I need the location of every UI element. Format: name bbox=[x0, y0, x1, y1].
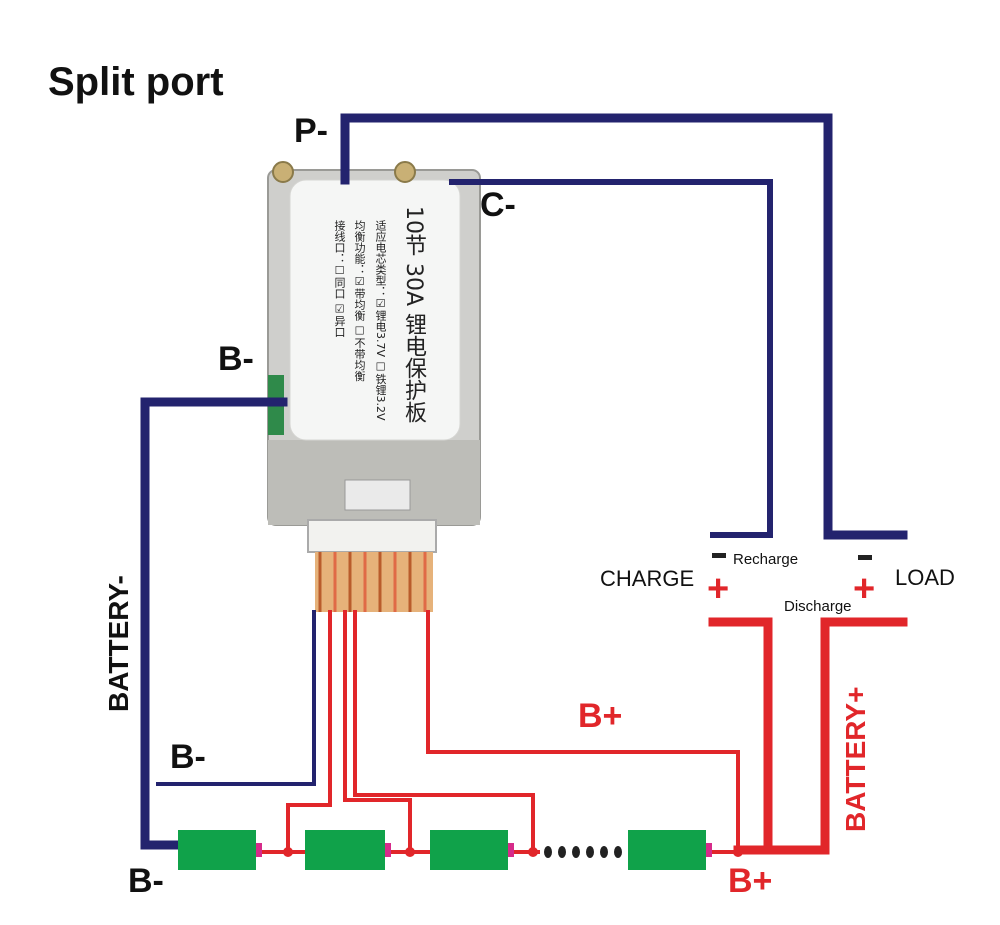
balance-connector bbox=[307, 519, 437, 612]
board-label-line3: 均衡功能：☑带均衡 ☐不带均衡 bbox=[353, 220, 366, 382]
board-label-line2: 适应电芯类型：☑锂电3.7V ☐铁锂3.2V bbox=[374, 220, 387, 421]
discharge-label: Discharge bbox=[784, 598, 852, 615]
b-minus-mid-label: B- bbox=[170, 738, 206, 776]
cell-1 bbox=[178, 830, 305, 870]
battery-cells bbox=[178, 830, 743, 870]
cell-2 bbox=[305, 830, 430, 870]
battery-minus-label: BATTERY- bbox=[103, 575, 134, 712]
charge-label: CHARGE bbox=[600, 566, 695, 591]
b-minus-top-label: B- bbox=[218, 340, 254, 378]
ellipsis-dots bbox=[544, 846, 622, 858]
battery-plus-label: BATTERY+ bbox=[840, 686, 871, 832]
diagram-title: Split port bbox=[48, 60, 224, 104]
junction-dots bbox=[283, 847, 743, 857]
p-minus-label: P- bbox=[294, 112, 328, 150]
charge-plus-sign: + bbox=[707, 568, 730, 610]
terminal-bars bbox=[712, 553, 872, 560]
b-minus-bottom-label: B- bbox=[128, 862, 164, 900]
b-plus-mid-label: B+ bbox=[578, 697, 623, 735]
recharge-label: Recharge bbox=[733, 551, 799, 568]
cell-3 bbox=[430, 830, 540, 870]
negative-wires bbox=[140, 113, 908, 850]
board-label-line4: 接线口：☐同口 ☑异口 bbox=[333, 220, 346, 338]
b-plus-bottom-label: B+ bbox=[728, 862, 773, 900]
c-minus-label: C- bbox=[480, 186, 516, 224]
positive-wires bbox=[286, 610, 908, 855]
cell-n bbox=[628, 830, 738, 870]
load-label: LOAD bbox=[895, 565, 955, 590]
load-plus-sign: + bbox=[853, 568, 876, 610]
board-label-line1: 10节 30A 锂电保护板 bbox=[401, 206, 426, 424]
bms-board bbox=[267, 161, 481, 526]
